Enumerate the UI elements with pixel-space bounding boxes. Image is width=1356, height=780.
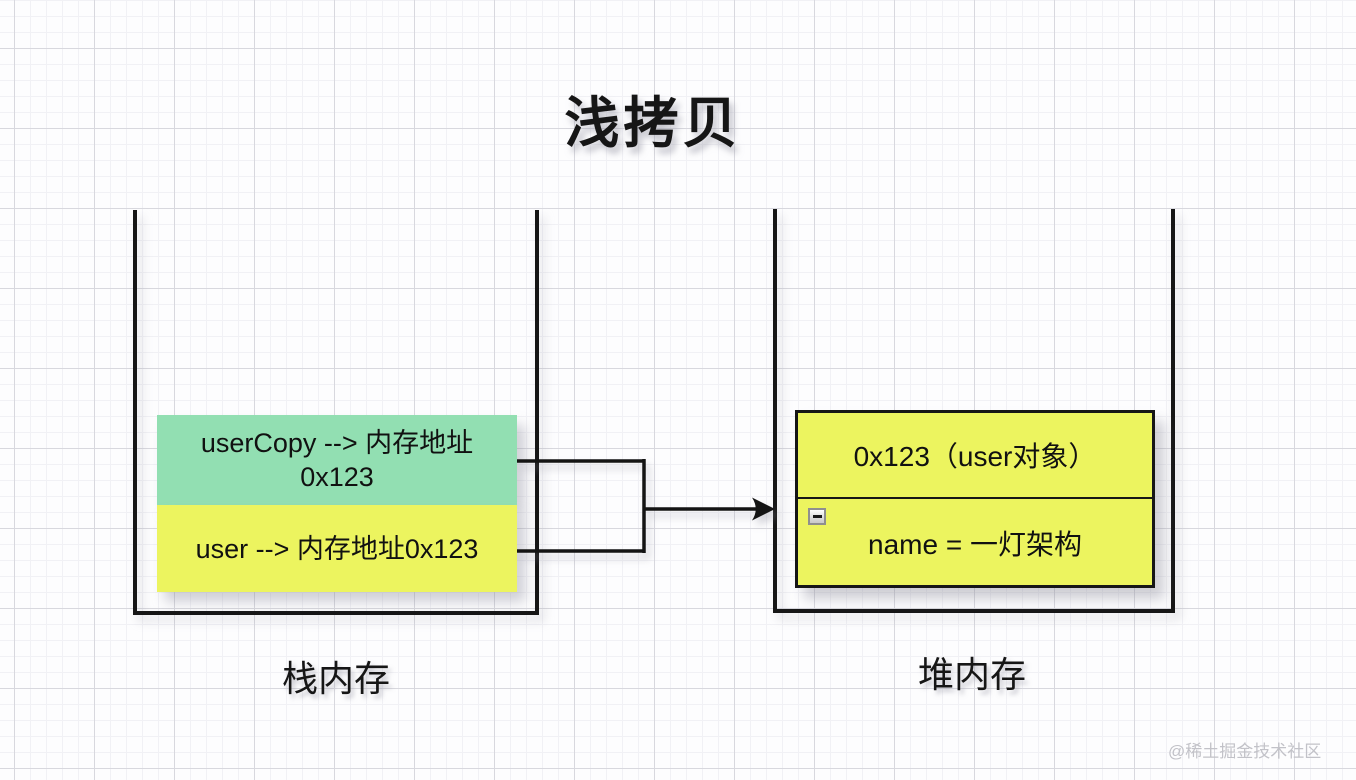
stack-entry-usercopy: userCopy --> 内存地址 0x123 xyxy=(157,415,517,505)
stack-memory-label: 栈内存 xyxy=(281,658,390,699)
heap-object-property-text: name = 一灯架构 xyxy=(868,528,1082,560)
stack-entry-user-text: user --> 内存地址0x123 xyxy=(195,533,479,564)
diagram-title: 浅拷贝 xyxy=(564,92,742,154)
stack-entry-usercopy-line2: 0x123 xyxy=(300,462,374,492)
stack-memory-container xyxy=(133,210,539,615)
heap-object-header: 0x123（user对象） xyxy=(798,413,1152,499)
stack-entry-user: user --> 内存地址0x123 xyxy=(157,505,517,592)
minus-collapse-icon xyxy=(808,508,826,525)
arrow-head xyxy=(752,497,775,521)
heap-memory-label: 堆内存 xyxy=(917,654,1026,695)
heap-memory-container xyxy=(773,209,1175,613)
heap-object-box: 0x123（user对象） name = 一灯架构 xyxy=(795,410,1155,588)
watermark: @稀土掘金技术社区 xyxy=(1168,742,1322,761)
heap-object-property-row: name = 一灯架构 xyxy=(798,499,1152,586)
stack-entry-usercopy-line1: userCopy --> 内存地址 xyxy=(200,428,474,458)
